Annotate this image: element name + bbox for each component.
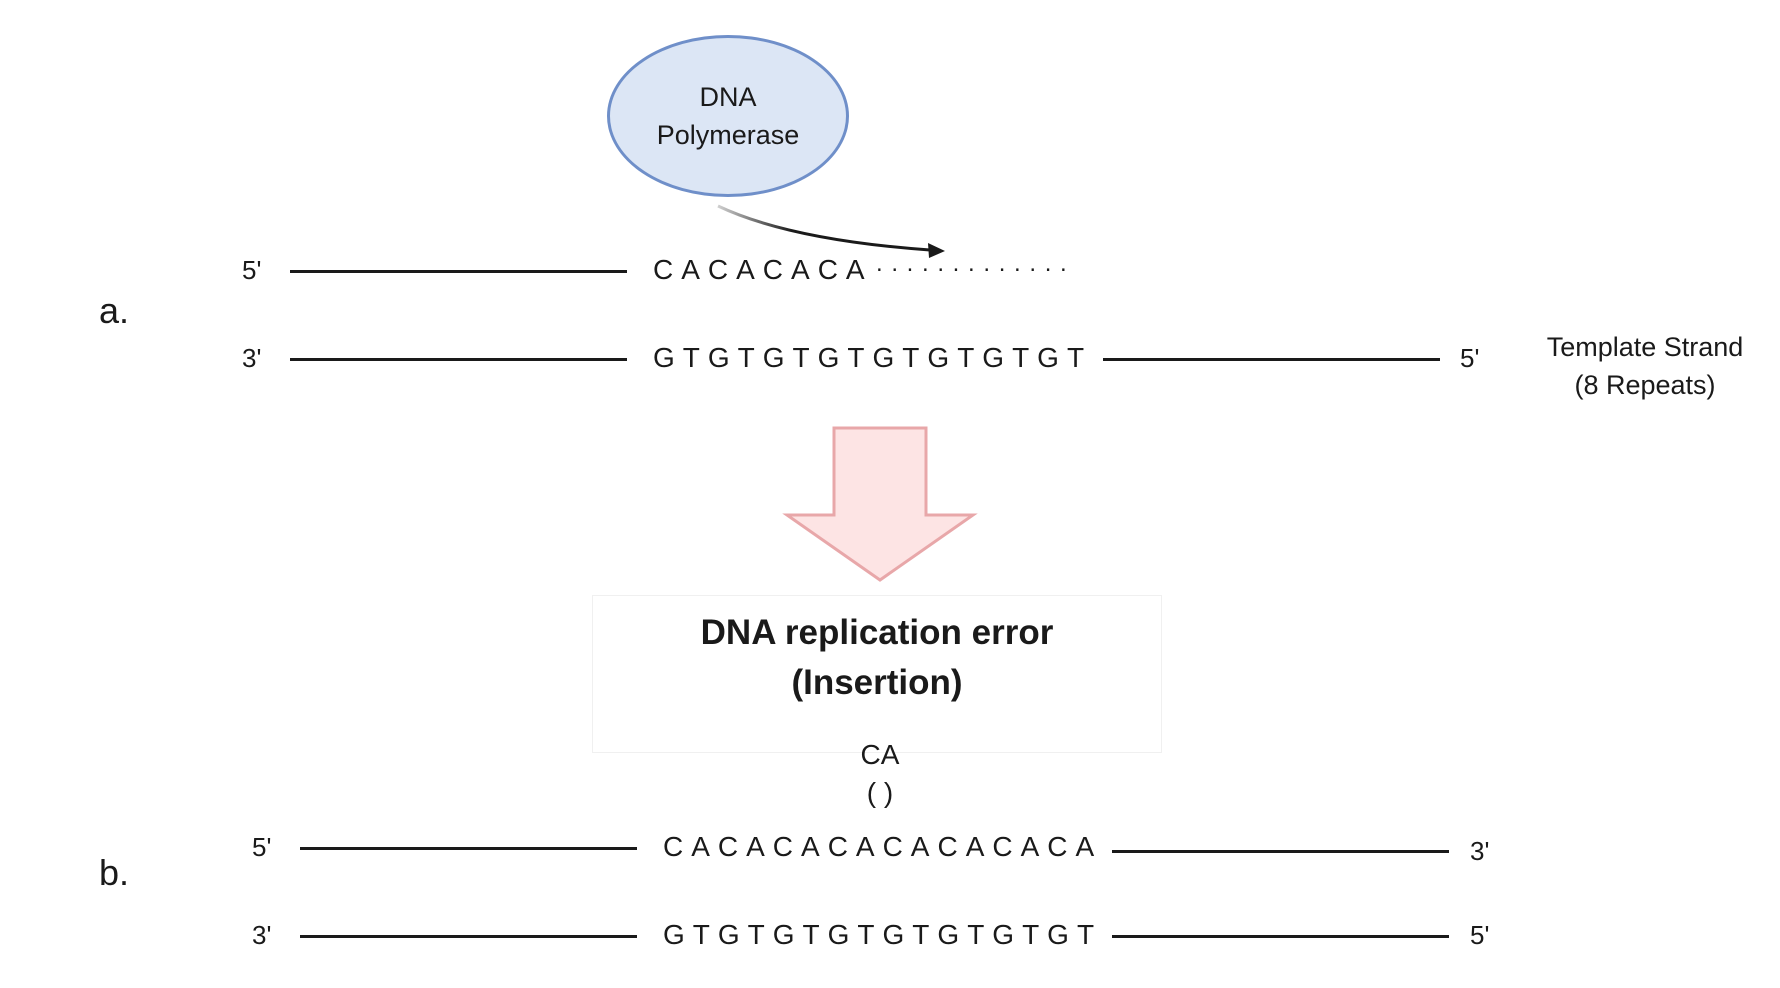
template-note-line2: (8 Repeats) — [1574, 370, 1716, 400]
polymerase-direction-arrow — [717, 204, 931, 252]
panel-b-bottom-strand-right-line — [1112, 935, 1449, 938]
panel-b-top-right-end: 3' — [1470, 836, 1490, 866]
panel-a-bottom-strand-right-line — [1103, 358, 1440, 361]
panel-b-bottom-left-end: 3' — [252, 920, 272, 950]
error-title-line1: DNA replication error — [700, 613, 1054, 652]
panel-a-bottom-right-end: 5' — [1460, 343, 1480, 373]
panel-b-bottom-strand-left-line — [300, 935, 637, 938]
error-box — [592, 595, 1162, 753]
insertion-brackets: ( ) — [866, 777, 894, 808]
panel-b-top-strand-left-line — [300, 847, 637, 850]
panel-b-bottom-right-end: 5' — [1470, 920, 1490, 950]
error-title-line2: (Insertion) — [791, 663, 963, 702]
insertion-bases: CA — [860, 739, 900, 770]
panel-a-top-strand-line — [290, 270, 627, 273]
panel-b-top-sequence: CACACACACACACACA — [663, 831, 1103, 862]
panel-b-top-left-end: 5' — [252, 832, 272, 862]
transition-down-arrow — [782, 426, 978, 582]
panel-a-bottom-sequence: GTGTGTGTGTGTGTGT — [653, 342, 1093, 373]
template-strand-note: Template Strand (8 Repeats) — [1525, 328, 1765, 404]
enzyme-label-line1: DNA — [699, 82, 757, 112]
panel-a-bottom-strand-left-line — [290, 358, 627, 361]
template-note-line1: Template Strand — [1546, 332, 1744, 362]
panel-a-top-sequence: CACACACA — [653, 254, 873, 285]
panel-b-label: b. — [99, 852, 130, 893]
panel-a-top-left-end: 5' — [242, 255, 262, 285]
panel-b-top-strand-right-line — [1112, 850, 1449, 853]
panel-a-bottom-left-end: 3' — [242, 343, 262, 373]
dna-polymerase-enzyme: DNA Polymerase — [607, 35, 849, 197]
error-title: DNA replication error (Insertion) — [592, 608, 1162, 708]
polymerase-arrowhead — [928, 243, 945, 258]
panel-a-label: a. — [99, 290, 130, 331]
panel-b-bottom-sequence: GTGTGTGTGTGTGTGT — [663, 919, 1103, 950]
panel-a-extension-dots: . . . . . . . . . . . . . — [876, 250, 1068, 277]
enzyme-label-line2: Polymerase — [656, 120, 800, 150]
